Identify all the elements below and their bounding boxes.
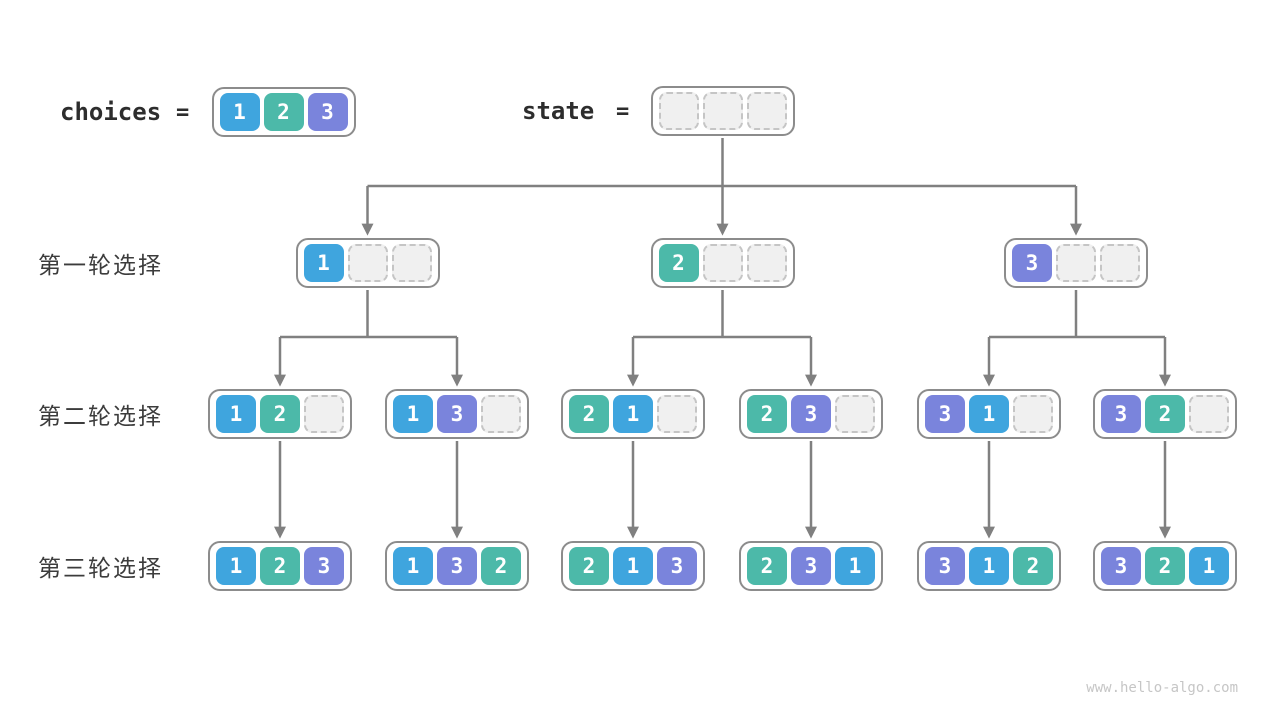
- choice-cell-1: 1: [1189, 547, 1229, 585]
- choice-cell-3: 3: [1101, 547, 1141, 585]
- tree-node-r1-1: 1: [295, 238, 440, 288]
- choice-cell-2: 2: [1145, 395, 1185, 433]
- choice-cell-1: 1: [216, 395, 256, 433]
- state-equals-sign: =: [616, 98, 630, 124]
- choice-cell-2: 2: [569, 395, 609, 433]
- choice-cell-2: 2: [747, 547, 787, 585]
- empty-cell: [657, 395, 697, 433]
- empty-cell: [391, 244, 432, 282]
- choice-cell-2: 2: [747, 395, 787, 433]
- empty-cell: [702, 244, 743, 282]
- choice-cell-2: 2: [658, 244, 699, 282]
- empty-cell: [702, 92, 743, 130]
- round-1-label: 第一轮选择: [38, 252, 163, 278]
- choice-cell-2: 2: [569, 547, 609, 585]
- choice-cell-2: 2: [1145, 547, 1185, 585]
- empty-cell: [1013, 395, 1053, 433]
- choice-cell-1: 1: [216, 547, 256, 585]
- choice-cell-3: 3: [437, 547, 477, 585]
- state-label: state: [522, 97, 595, 125]
- empty-cell: [1056, 244, 1096, 282]
- choice-cell-1: 1: [969, 395, 1009, 433]
- choice-cell-3: 3: [304, 547, 344, 585]
- empty-cell: [835, 395, 875, 433]
- choice-cell-2: 2: [263, 93, 304, 131]
- choice-cell-2: 2: [260, 395, 300, 433]
- empty-cell: [746, 244, 787, 282]
- choice-cell-1: 1: [613, 547, 653, 585]
- choice-cell-3: 3: [1012, 244, 1052, 282]
- choice-cell-3: 3: [925, 395, 965, 433]
- choice-cell-3: 3: [437, 395, 477, 433]
- state-array: [650, 86, 795, 136]
- choice-cell-1: 1: [393, 547, 433, 585]
- choice-cell-3: 3: [1101, 395, 1141, 433]
- empty-cell: [1100, 244, 1140, 282]
- round-2-label: 第二轮选择: [38, 403, 163, 429]
- empty-cell: [746, 92, 787, 130]
- choices-label: choices: [60, 98, 162, 126]
- choice-cell-1: 1: [303, 244, 344, 282]
- tree-node-r1-3: 3: [1004, 238, 1148, 288]
- empty-cell: [304, 395, 344, 433]
- watermark-text: www.hello-algo.com: [1086, 680, 1238, 696]
- choices-equals-sign: =: [176, 99, 190, 125]
- tree-node-r1-2: 2: [650, 238, 795, 288]
- choice-cell-3: 3: [925, 547, 965, 585]
- choice-cell-1: 1: [219, 93, 260, 131]
- empty-cell: [347, 244, 388, 282]
- choice-cell-1: 1: [835, 547, 875, 585]
- choice-cell-1: 1: [613, 395, 653, 433]
- choice-cell-3: 3: [657, 547, 697, 585]
- choice-cell-2: 2: [1013, 547, 1053, 585]
- empty-cell: [658, 92, 699, 130]
- choice-cell-3: 3: [791, 547, 831, 585]
- choice-cell-3: 3: [307, 93, 348, 131]
- choice-cell-1: 1: [969, 547, 1009, 585]
- choice-cell-2: 2: [481, 547, 521, 585]
- empty-cell: [1189, 395, 1229, 433]
- choice-cell-2: 2: [260, 547, 300, 585]
- choice-cell-1: 1: [393, 395, 433, 433]
- choice-cell-3: 3: [791, 395, 831, 433]
- empty-cell: [481, 395, 521, 433]
- round-3-label: 第三轮选择: [38, 555, 163, 581]
